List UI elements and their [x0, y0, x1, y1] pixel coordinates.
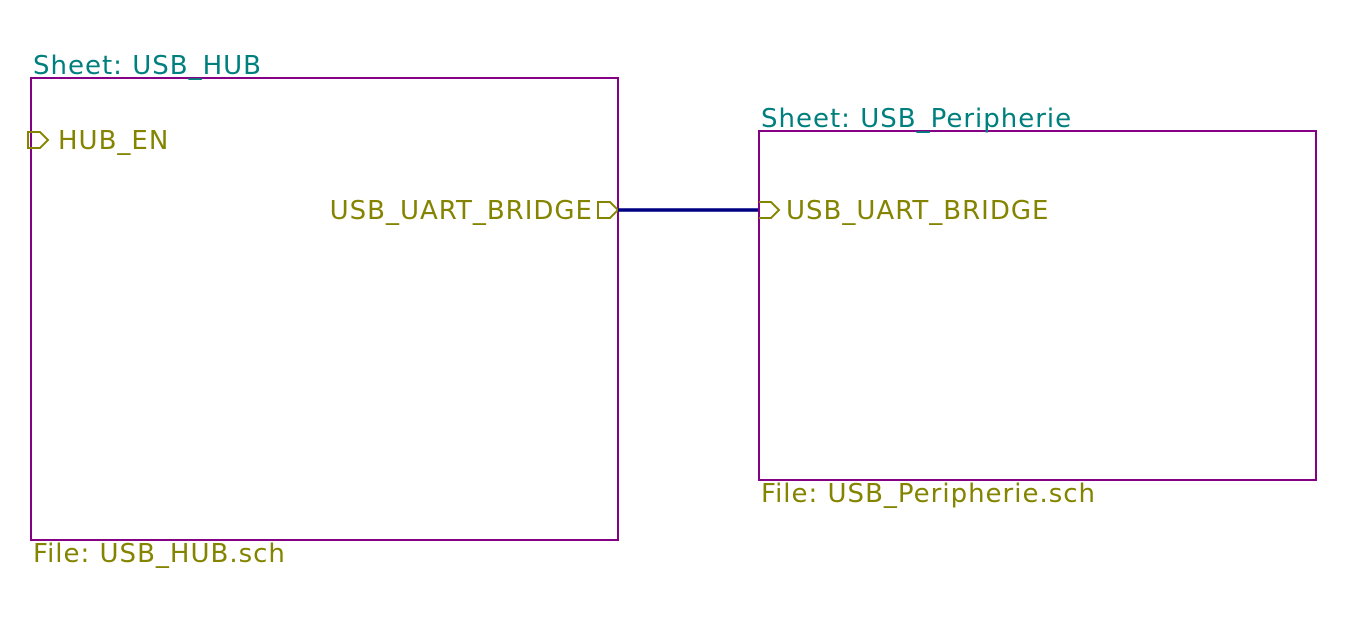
sheet-usb-peripherie-name: Sheet: USB_Peripherie: [761, 104, 1072, 134]
sheet-pin-usb-uart-bridge-hub[interactable]: USB_UART_BRIDGE: [330, 196, 620, 226]
usb-uart-bridge-peripherie-pin-label: USB_UART_BRIDGE: [786, 196, 1049, 226]
sheet-usb-hub-file: File: USB_HUB.sch: [33, 539, 286, 569]
sheet-pin-hub-en[interactable]: HUB_EN: [27, 126, 169, 156]
hub-en-pin-label: HUB_EN: [58, 126, 169, 156]
sheet-usb-peripherie-border[interactable]: [758, 130, 1317, 481]
usb-uart-bridge-hub-pin-icon: [597, 201, 620, 219]
sheet-usb-peripherie[interactable]: Sheet: USB_Peripherie File: USB_Peripher…: [758, 104, 1317, 509]
usb-uart-bridge-peripherie-pin-icon: [759, 201, 781, 219]
sheet-usb-peripherie-file: File: USB_Peripherie.sch: [761, 479, 1096, 509]
sheet-usb-hub[interactable]: Sheet: USB_HUB File: USB_HUB.sch HUB_EN …: [27, 51, 620, 569]
usb-uart-bridge-hub-pin-label: USB_UART_BRIDGE: [330, 196, 593, 226]
hub-en-pin-icon: [27, 131, 50, 149]
sheet-pin-usb-uart-bridge-peripherie[interactable]: USB_UART_BRIDGE: [759, 196, 1049, 226]
sheet-usb-hub-border[interactable]: [30, 77, 619, 541]
sheet-usb-hub-name: Sheet: USB_HUB: [33, 51, 262, 81]
